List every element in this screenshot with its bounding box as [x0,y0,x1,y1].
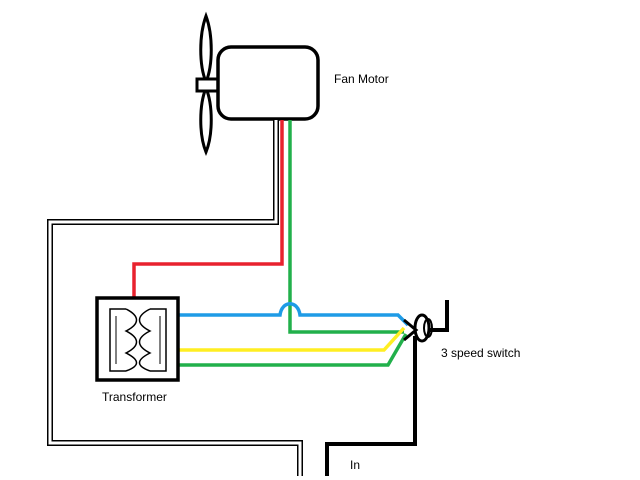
red-wire [132,120,284,298]
transformer-coil-left [124,308,138,372]
switch-shaft [428,300,449,332]
transformer [95,296,180,382]
blue-wire [178,302,410,327]
transformer-frame-right [150,308,167,372]
green-wire-transformer [178,333,408,367]
white-wire-inner [48,120,302,476]
input-label: In [350,458,361,472]
switch-terminals [403,318,419,342]
fan-blade-top [199,11,213,86]
yellow-wire [178,326,406,352]
fan-motor-body [216,45,320,121]
transformer-label: Transformer [102,390,167,404]
transformer-coil-right [138,308,152,372]
fan-hub [195,77,221,93]
three-speed-switch [403,300,449,343]
green-wire-motor [288,120,404,334]
fan-motor-label: Fan Motor [334,72,389,86]
switch-label: 3 speed switch [441,346,521,360]
transformer-frame-left [109,308,126,372]
fan-blade-bottom [199,84,213,156]
black-input-wire [325,336,417,476]
